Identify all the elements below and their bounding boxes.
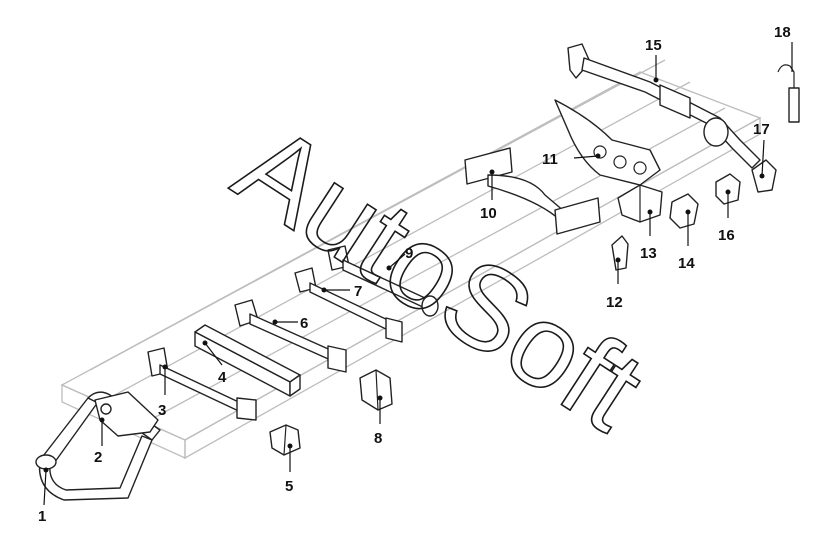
part-9-tube [327, 245, 439, 317]
part-10-curved-member [464, 147, 601, 235]
svg-text:14: 14 [678, 255, 695, 272]
callout-1: 1 [38, 467, 49, 525]
callout-17: 17 [753, 121, 770, 179]
callout-13: 13 [640, 209, 657, 262]
callout-11: 11 [542, 151, 601, 168]
svg-text:12: 12 [606, 294, 623, 311]
svg-text:6: 6 [300, 315, 308, 332]
callout-9: 9 [386, 245, 413, 271]
svg-text:5: 5 [285, 478, 293, 495]
part-15-rear-member [567, 43, 761, 169]
callout-2: 2 [94, 417, 105, 466]
callout-3: 3 [158, 364, 168, 419]
svg-text:1: 1 [38, 508, 46, 525]
callout-6: 6 [272, 315, 308, 332]
part-2-bracket [94, 391, 159, 437]
callout-12: 12 [606, 257, 623, 311]
svg-text:13: 13 [640, 245, 657, 262]
svg-text:7: 7 [354, 283, 362, 300]
callout-14: 14 [678, 209, 695, 272]
part-16-bracket [715, 173, 741, 205]
part-18-hook-pin [777, 64, 800, 123]
part-6-crossmember [234, 299, 347, 373]
svg-text:2: 2 [94, 449, 102, 466]
svg-text:4: 4 [218, 369, 227, 386]
callout-16: 16 [718, 189, 735, 244]
callout-15: 15 [645, 37, 662, 83]
svg-text:3: 3 [158, 402, 166, 419]
callout-10: 10 [480, 169, 497, 222]
svg-text:9: 9 [405, 245, 413, 262]
callout-8: 8 [374, 395, 383, 447]
callout-4: 4 [202, 340, 227, 386]
part-14-bracket [669, 193, 699, 229]
svg-text:15: 15 [645, 37, 662, 54]
part-12-bracket [611, 235, 629, 271]
part-4-beam [194, 324, 301, 397]
svg-text:18: 18 [774, 24, 791, 41]
part-3-crossmember [147, 347, 257, 421]
svg-text:8: 8 [374, 430, 382, 447]
part-11-gusset [554, 99, 661, 186]
part-7-tube [294, 267, 403, 343]
svg-text:10: 10 [480, 205, 497, 222]
callout-18: 18 [774, 24, 793, 72]
callout-7: 7 [321, 283, 362, 300]
callout-5: 5 [285, 443, 293, 495]
part-8-bracket [359, 369, 393, 411]
svg-text:11: 11 [542, 151, 558, 168]
part-5-bracket [269, 424, 301, 456]
svg-text:16: 16 [718, 227, 735, 244]
svg-text:17: 17 [753, 121, 770, 138]
part-13-bracket [617, 184, 663, 223]
